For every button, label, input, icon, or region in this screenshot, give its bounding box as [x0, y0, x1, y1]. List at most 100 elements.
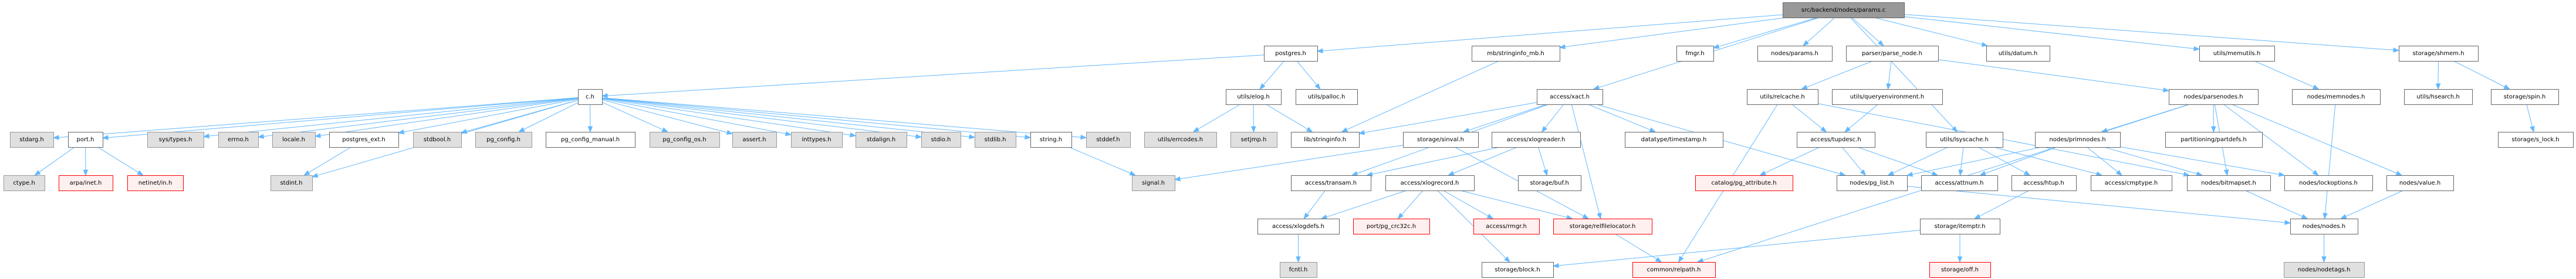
edge-c-to-stdbool	[460, 100, 579, 134]
arrowhead-icon	[1174, 176, 1181, 182]
header-node-spin[interactable]: storage/spin.h	[2491, 89, 2559, 105]
header-node-postgres[interactable]: postgres.h	[1264, 46, 1318, 62]
header-node-arpa-inet[interactable]: arpa/inet.h	[59, 175, 113, 191]
header-node-stringinfo-mb[interactable]: mb/stringinfo_mb.h	[1472, 46, 1560, 62]
header-node-queryenv[interactable]: utils/queryenvironment.h	[1832, 89, 1943, 105]
node-box	[2292, 89, 2381, 105]
node-label: stdint.h	[280, 180, 302, 186]
header-node-pg-list[interactable]: nodes/pg_list.h	[1837, 175, 1908, 191]
header-node-xlogreader[interactable]: access/xlogreader.h	[1492, 132, 1581, 148]
header-node-buf[interactable]: storage/buf.h	[1518, 175, 1581, 191]
node-box	[1482, 262, 1554, 278]
header-node-stringinfo[interactable]: lib/stringinfo.h	[1291, 132, 1360, 148]
header-node-pg-crc32c[interactable]: port/pg_crc32c.h	[1353, 219, 1430, 234]
header-node-bitmapset[interactable]: nodes/bitmapset.h	[2187, 175, 2271, 191]
header-node-shmem[interactable]: storage/shmem.h	[2399, 46, 2479, 62]
header-node-hsearch[interactable]: utils/hsearch.h	[2404, 89, 2473, 105]
header-node-cmptype[interactable]: access/cmptype.h	[2091, 175, 2172, 191]
header-node-nodes-params[interactable]: nodes/params.h	[1757, 46, 1833, 62]
node-label: stdalign.h	[867, 137, 895, 143]
arrowhead-icon	[1839, 171, 1846, 176]
edge-c-to-stdlib	[601, 97, 976, 140]
node-label: postgres_ext.h	[342, 137, 386, 143]
edge-value-to-nodes	[2340, 190, 2403, 219]
header-node-xlogrecord[interactable]: access/xlogrecord.h	[1385, 175, 1475, 191]
edge-line	[1571, 104, 1600, 214]
arrowhead-icon	[1696, 258, 1704, 263]
node-box	[4, 175, 45, 191]
header-node-pg-attribute[interactable]: catalog/pg_attribute.h	[1695, 175, 1793, 191]
header-node-sinval[interactable]: storage/sinval.h	[1403, 132, 1479, 148]
arrowhead-icon	[1462, 127, 1470, 133]
node-box	[1695, 175, 1793, 191]
header-node-c[interactable]: c.h	[578, 89, 603, 105]
header-node-htup[interactable]: access/htup.h	[2012, 175, 2077, 191]
header-node-fcntl: fcntl.h	[1280, 262, 1317, 278]
node-box	[1921, 175, 1998, 191]
header-node-memnodes[interactable]: nodes/memnodes.h	[2292, 89, 2381, 105]
header-node-block[interactable]: storage/block.h	[1482, 262, 1554, 278]
arrowhead-icon	[137, 170, 144, 176]
edge-line	[466, 100, 579, 132]
header-node-xlogdefs[interactable]: access/xlogdefs.h	[1257, 219, 1340, 234]
header-node-memutils[interactable]: utils/memutils.h	[2199, 46, 2275, 62]
header-node-transam[interactable]: access/transam.h	[1291, 175, 1371, 191]
edge-line	[1069, 147, 1131, 173]
header-node-s-lock[interactable]: storage/s_lock.h	[2498, 132, 2574, 148]
header-node-rmgr[interactable]: access/rmgr.h	[1473, 219, 1540, 234]
node-label: stdbool.h	[424, 137, 451, 143]
arrowhead-icon	[83, 169, 89, 176]
header-node-fmgr[interactable]: fmgr.h	[1676, 46, 1714, 62]
header-node-elog[interactable]: utils/elog.h	[1226, 89, 1282, 105]
header-node-partdefs[interactable]: partitioning/partdefs.h	[2165, 132, 2263, 148]
header-node-primnodes[interactable]: nodes/primnodes.h	[2035, 132, 2121, 148]
edge-line	[320, 98, 579, 136]
header-node-palloc[interactable]: utils/palloc.h	[1296, 89, 1358, 105]
edge-line	[1322, 14, 1783, 52]
arrowhead-icon	[1801, 84, 1808, 90]
header-node-netinet-in[interactable]: netinet/in.h	[127, 175, 184, 191]
edge-line	[1888, 60, 1892, 84]
node-box	[2290, 219, 2358, 234]
header-node-xact[interactable]: access/xact.h	[1537, 89, 1603, 105]
header-node-string[interactable]: string.h	[1030, 132, 1072, 148]
edge-line	[2453, 60, 2505, 87]
header-node-timestamp[interactable]: datatype/timestamp.h	[1625, 132, 1723, 148]
header-node-lsyscache[interactable]: utils/lsyscache.h	[1926, 132, 2003, 148]
node-label: utils/errcodes.h	[1158, 137, 1203, 143]
header-node-relpath[interactable]: common/relpath.h	[1632, 262, 1716, 278]
node-label: access/htup.h	[2023, 180, 2064, 186]
edge-root-to-nodes_params	[1803, 17, 1835, 46]
node-box	[2035, 132, 2121, 148]
header-node-relfilelocator[interactable]: storage/relfilelocator.h	[1553, 219, 1652, 234]
arrowhead-icon	[303, 170, 310, 176]
edge-nodes-to-nodetags	[2321, 234, 2327, 263]
header-node-value[interactable]: nodes/value.h	[2386, 175, 2454, 191]
node-label: nodes/pg_list.h	[1850, 180, 1894, 186]
header-node-attnum[interactable]: access/attnum.h	[1921, 175, 1998, 191]
edge-shmem-to-hsearch	[2435, 60, 2441, 90]
header-node-nodes[interactable]: nodes/nodes.h	[2290, 219, 2358, 234]
header-node-parse-node[interactable]: parser/parse_node.h	[1846, 46, 1939, 62]
node-box	[413, 132, 462, 148]
header-node-postgres-ext[interactable]: postgres_ext.h	[329, 132, 399, 148]
header-node-itemptr[interactable]: storage/itemptr.h	[1920, 219, 2000, 234]
header-node-lockoptions[interactable]: nodes/lockoptions.h	[2284, 175, 2373, 191]
header-node-datum[interactable]: utils/datum.h	[1986, 46, 2050, 62]
arrowhead-icon	[1541, 125, 1547, 133]
edge-line	[601, 101, 663, 130]
header-node-off[interactable]: storage/off.h	[1929, 262, 1991, 278]
node-box	[1257, 219, 1340, 234]
edge-c-to-string	[601, 97, 1032, 140]
header-node-pg-config-manual[interactable]: pg_config_manual.h	[546, 132, 635, 148]
edge-line	[1468, 104, 1547, 131]
header-node-relcache[interactable]: utils/relcache.h	[1747, 89, 1818, 105]
node-label: nodes/memnodes.h	[2307, 94, 2365, 100]
header-node-port[interactable]: port.h	[68, 132, 103, 148]
header-node-parsenodes[interactable]: nodes/parsenodes.h	[2169, 89, 2259, 105]
arrowhead-icon	[1655, 257, 1662, 263]
arrowhead-icon	[1958, 169, 1963, 176]
node-box	[2091, 175, 2172, 191]
edge-root-to-shmem	[1904, 14, 2400, 53]
header-node-tupdesc[interactable]: access/tupdesc.h	[1797, 132, 1875, 148]
